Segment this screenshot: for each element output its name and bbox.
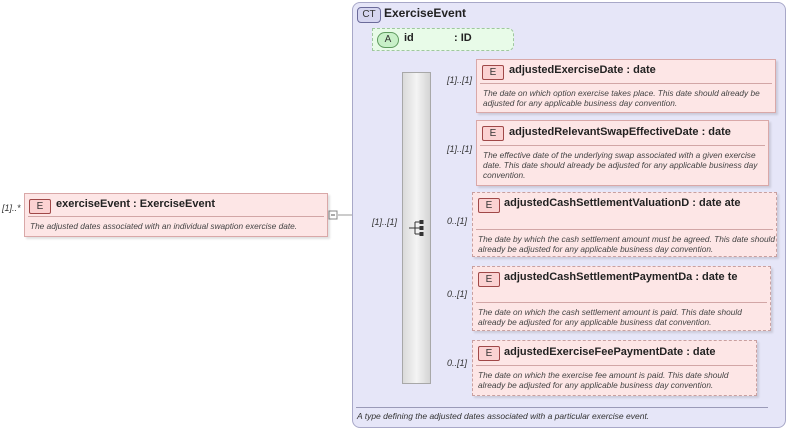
- root-cardinality: [1]..*: [2, 203, 21, 213]
- element-name: adjustedExerciseFeePaymentDate : date: [504, 346, 716, 358]
- element-badge: E: [482, 126, 504, 141]
- complex-type-name: ExerciseEvent: [384, 6, 467, 20]
- element-box[interactable]: [472, 266, 771, 331]
- element-name: adjustedCashSettlementPaymentDa : date t…: [504, 271, 738, 283]
- sequence-cardinality: [1]..[1]: [372, 217, 398, 227]
- element-description: The effective date of the underlying swa…: [483, 150, 758, 180]
- element-cardinality: 0..[1]: [447, 216, 468, 226]
- element-badge: E: [29, 199, 51, 214]
- element-name: adjustedRelevantSwapEffectiveDate : date: [509, 126, 731, 138]
- root-separator: [28, 216, 324, 217]
- attribute-badge: A: [377, 32, 399, 48]
- attribute-name: id: [404, 32, 414, 44]
- sequence-icon: [409, 220, 424, 236]
- attribute-type: : ID: [454, 32, 472, 44]
- element-badge: E: [482, 65, 504, 80]
- element-badge: E: [478, 272, 500, 287]
- element-cardinality: [1]..[1]: [447, 75, 473, 85]
- root-element[interactable]: [24, 193, 328, 237]
- element-separator: [480, 145, 765, 146]
- element-cardinality: [1]..[1]: [447, 144, 473, 154]
- element-description: The date on which the cash settlement am…: [478, 307, 742, 327]
- element-separator: [480, 83, 772, 84]
- element-box[interactable]: [476, 59, 776, 113]
- element-separator: [476, 365, 753, 366]
- root-element-description: The adjusted dates associated with an in…: [30, 221, 298, 231]
- element-description: The date on which the exercise fee amoun…: [478, 370, 729, 390]
- complex-type-badge: CT: [357, 7, 381, 23]
- complex-type-divider: [356, 407, 768, 408]
- element-box[interactable]: [476, 120, 769, 186]
- element-box[interactable]: [472, 340, 757, 396]
- element-cardinality: 0..[1]: [447, 358, 468, 368]
- element-separator: [476, 229, 773, 230]
- element-separator: [476, 302, 767, 303]
- element-badge: E: [478, 346, 500, 361]
- element-box[interactable]: [472, 192, 777, 257]
- element-name: adjustedCashSettlementValuationD : date …: [504, 197, 741, 209]
- element-description: The date by which the cash settlement am…: [478, 234, 776, 254]
- element-cardinality: 0..[1]: [447, 289, 468, 299]
- attribute-box[interactable]: [372, 28, 514, 51]
- element-badge: E: [478, 198, 500, 213]
- root-element-name: exerciseEvent : ExerciseEvent: [56, 198, 215, 210]
- complex-type-description: A type defining the adjusted dates assoc…: [357, 411, 650, 421]
- element-name: adjustedExerciseDate : date: [509, 64, 656, 76]
- element-description: The date on which option exercise takes …: [483, 88, 760, 108]
